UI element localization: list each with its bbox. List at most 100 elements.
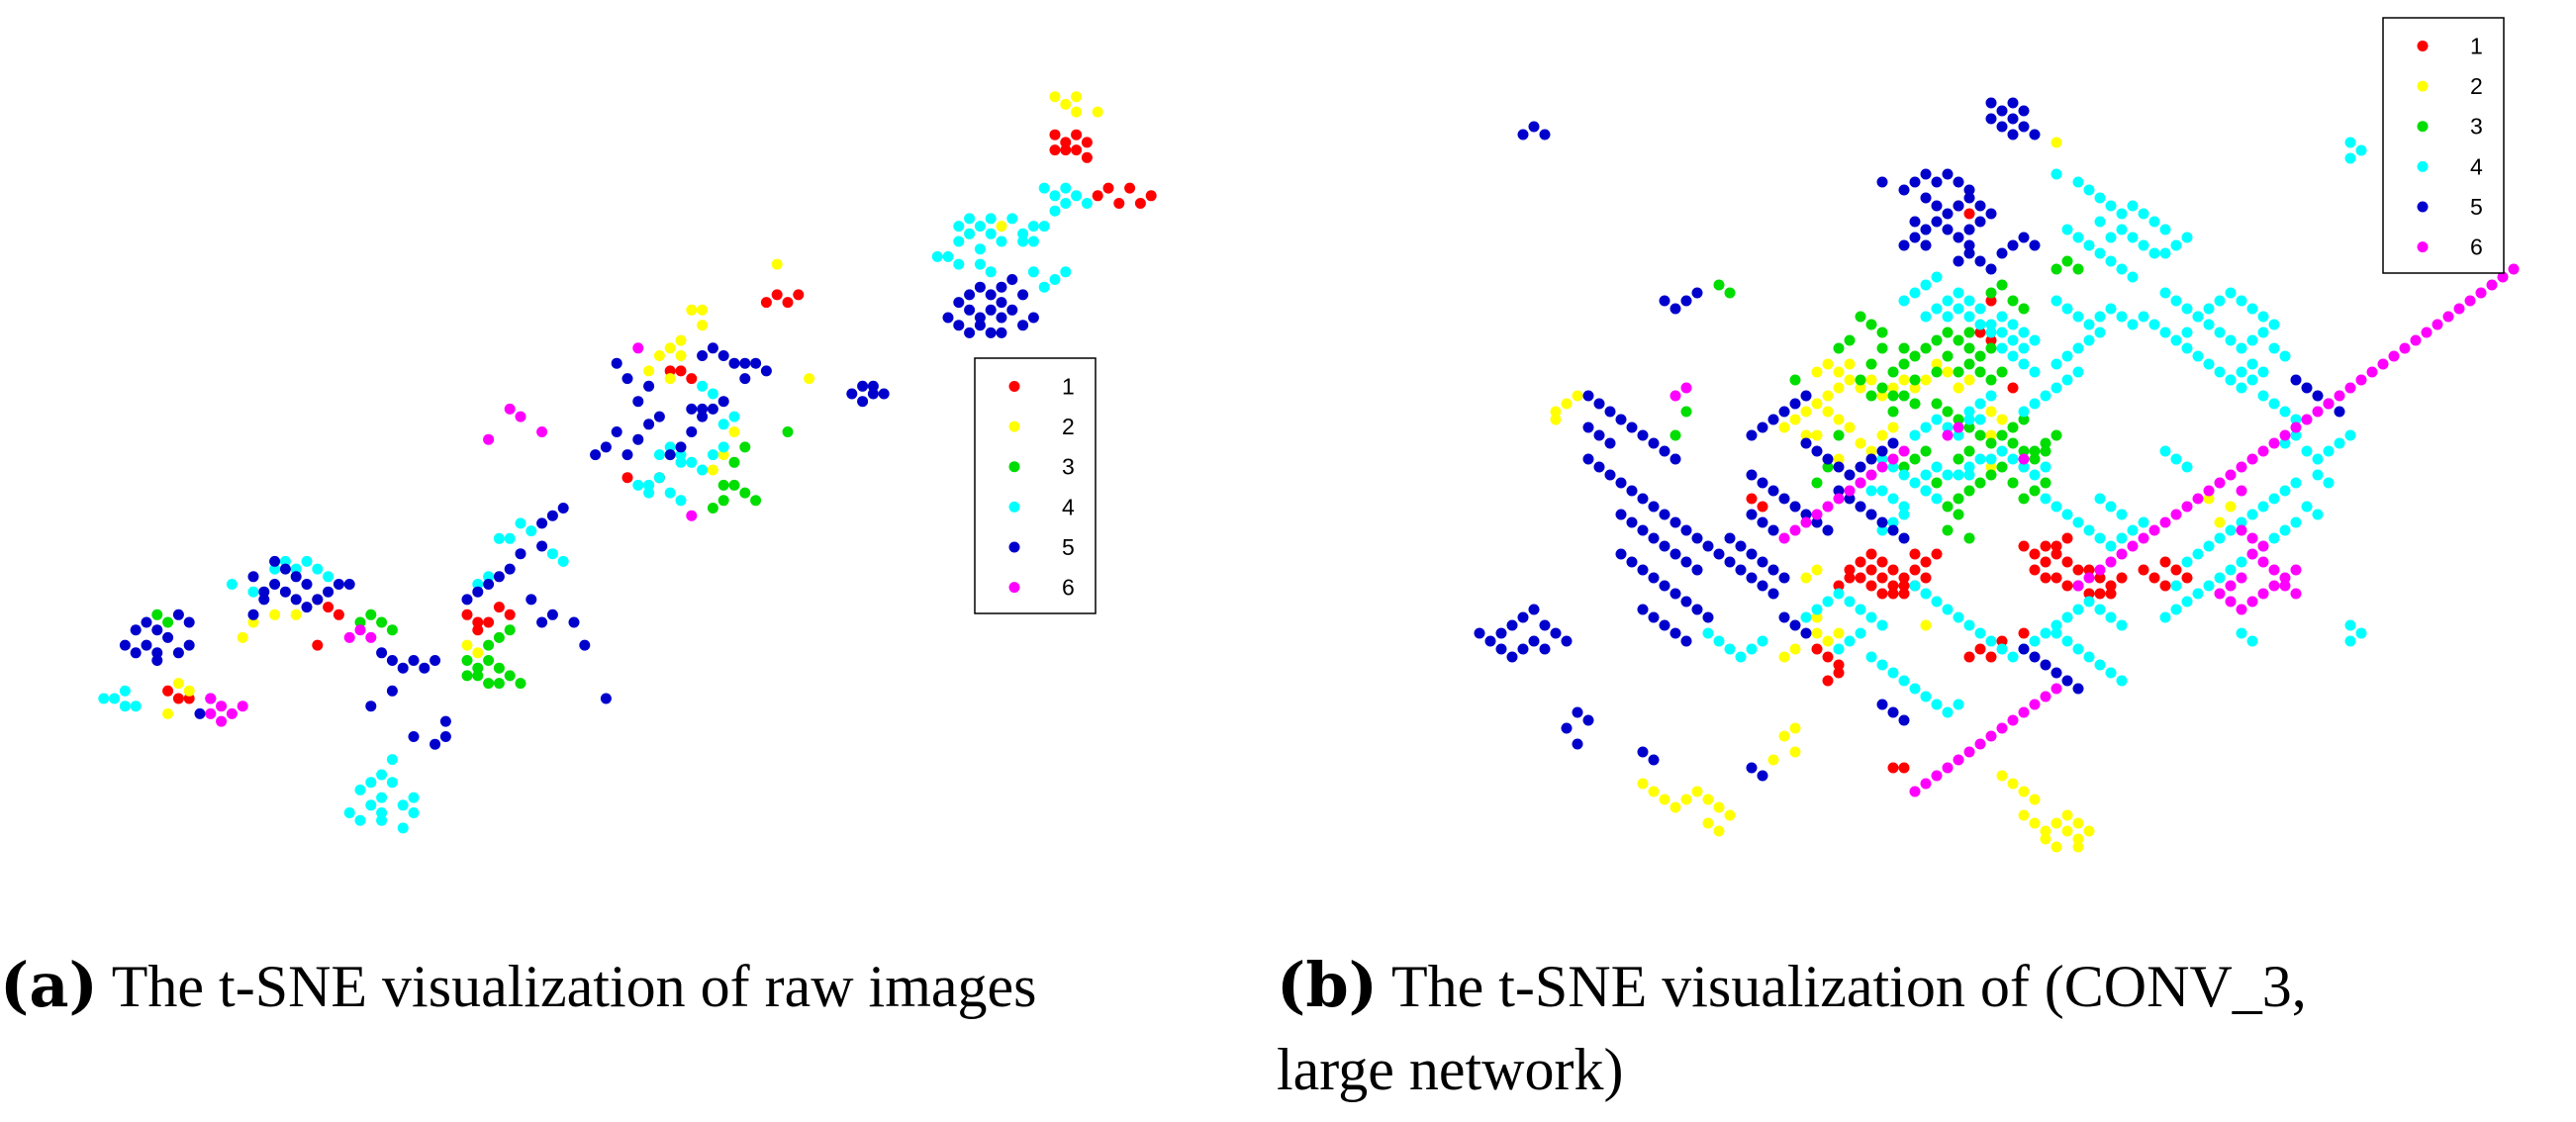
point-b-class-4-55 (2279, 406, 2291, 418)
point-b-class-5-139 (1746, 469, 1758, 481)
point-b-class-4-218 (1865, 485, 1877, 497)
point-a-class-5-56 (536, 517, 548, 529)
point-b-class-5-72 (1680, 524, 1692, 536)
point-b-class-4-173 (2072, 604, 2084, 615)
point-b-class-1-52 (1833, 659, 1845, 671)
point-b-class-3-42 (1974, 477, 1986, 489)
point-b-class-3-12 (1953, 366, 1964, 378)
point-b-class-4-227 (2029, 334, 2041, 346)
point-a-class-5-78 (343, 579, 355, 590)
point-b-class-3-83 (2051, 263, 2062, 275)
point-b-class-4-171 (2051, 619, 2062, 631)
point-b-class-1-38 (2083, 588, 2095, 600)
point-b-class-2-59 (1724, 809, 1736, 821)
point-b-class-4-145 (2116, 509, 2128, 520)
point-b-class-2-37 (1822, 358, 1834, 370)
point-b-class-5-42 (2029, 239, 2041, 251)
point-b-class-4-138 (2072, 516, 2084, 528)
point-a-class-4-39 (686, 456, 698, 468)
point-a-class-3-19 (493, 678, 505, 690)
point-b-class-3-3 (1931, 334, 1943, 346)
point-b-class-5-58 (1659, 445, 1670, 457)
point-b-class-5-36 (1963, 247, 1975, 259)
point-b-class-2-28 (1833, 414, 1845, 425)
point-b-class-4-42 (2236, 295, 2247, 307)
point-b-class-6-71 (2301, 414, 2313, 425)
point-b-class-2-4 (1909, 382, 1921, 394)
point-b-class-5-16 (1920, 168, 1932, 180)
point-a-class-5-93 (376, 647, 388, 659)
point-b-class-4-28 (2127, 271, 2139, 283)
point-b-class-5-172 (2072, 683, 2084, 695)
point-b-class-1-59 (2018, 627, 2030, 639)
point-b-class-2-10 (1985, 406, 1997, 418)
point-b-class-4-16 (2170, 239, 2182, 251)
point-b-class-6-82 (2421, 327, 2433, 338)
point-a-class-6-4 (632, 342, 644, 354)
point-b-class-4-238 (1898, 295, 1910, 307)
point-b-class-5-129 (1865, 453, 1877, 465)
point-a-class-4-65 (119, 685, 131, 697)
point-b-class-1-21 (1865, 548, 1877, 560)
point-a-class-3-13 (472, 662, 484, 674)
point-b-class-1-50 (1811, 643, 1823, 655)
point-b-class-3-41 (1985, 469, 1997, 481)
point-b-class-5-132 (1833, 485, 1845, 497)
point-b-class-4-255 (2192, 350, 2204, 362)
point-a-class-5-69 (258, 586, 270, 598)
point-b-class-3-13 (1963, 358, 1975, 370)
point-b-class-4-98 (2018, 406, 2030, 418)
point-b-class-4-72 (2301, 501, 2313, 513)
point-b-class-4-221 (1963, 311, 1975, 323)
caption-b-text-line1: The t-SNE visualization of (CONV_3, (1390, 954, 2307, 1019)
point-b-class-2-79 (1789, 722, 1801, 734)
point-a-class-2-22 (472, 647, 484, 659)
point-b-class-5-6 (2007, 113, 2019, 125)
point-b-class-6-44 (1844, 485, 1856, 497)
point-a-class-4-9 (964, 213, 976, 225)
point-b-class-1-31 (2105, 580, 2117, 592)
point-b-class-6-87 (2475, 287, 2487, 299)
point-b-class-4-31 (2181, 303, 2193, 315)
point-b-class-4-70 (2246, 509, 2258, 520)
point-a-class-4-22 (974, 258, 986, 270)
point-b-class-5-117 (1746, 429, 1758, 441)
point-b-class-5-116 (1539, 643, 1551, 655)
point-a-class-4-1 (964, 228, 976, 239)
point-b-class-5-122 (1800, 390, 1812, 402)
point-b-class-4-64 (2312, 469, 2324, 481)
point-b-class-5-37 (1974, 255, 1986, 267)
point-b-class-5-97 (1702, 611, 1714, 623)
legend-label-a-6: 6 (1062, 575, 1075, 601)
point-a-class-4-75 (354, 814, 366, 826)
point-a-class-4-48 (664, 487, 676, 499)
point-b-class-1-8 (1855, 572, 1866, 584)
point-b-class-5-52 (1593, 398, 1605, 410)
point-b-class-5-130 (1876, 445, 1888, 457)
point-b-class-4-43 (2225, 287, 2237, 299)
legend-marker-a-6 (1008, 582, 1020, 594)
point-b-class-2-11 (1996, 414, 2008, 425)
point-b-class-5-40 (2007, 239, 2019, 251)
point-b-class-4-116 (1942, 421, 1954, 433)
point-b-class-4-74 (2290, 516, 2302, 528)
point-b-class-4-197 (1876, 659, 1888, 671)
point-b-class-4-251 (2148, 319, 2160, 330)
point-b-class-4-241 (1931, 271, 1943, 283)
point-a-class-5-39 (707, 342, 718, 354)
point-a-class-4-80 (376, 769, 388, 781)
point-a-class-5-2 (953, 297, 965, 309)
point-a-class-4-53 (546, 548, 558, 560)
point-b-class-5-95 (1680, 596, 1692, 608)
point-b-class-6-77 (2366, 366, 2378, 378)
point-b-class-1-4 (1887, 564, 1899, 576)
point-b-class-3-67 (1713, 279, 1725, 291)
point-a-class-5-29 (686, 426, 698, 437)
point-b-class-5-137 (1887, 524, 1899, 536)
point-b-class-4-208 (1735, 651, 1747, 663)
point-b-class-1-49 (2159, 580, 2171, 592)
point-b-class-6-21 (2290, 564, 2302, 576)
point-b-class-5-105 (1495, 627, 1507, 639)
point-b-class-4-73 (2312, 509, 2324, 520)
point-a-class-3-10 (493, 631, 505, 643)
